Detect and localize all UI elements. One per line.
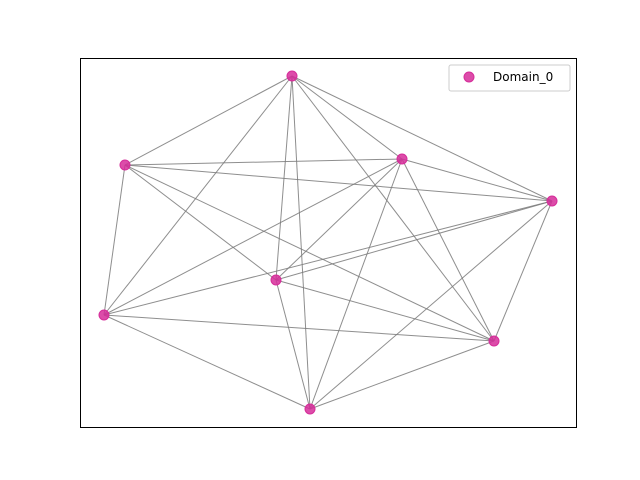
edge-n3-n7 xyxy=(309,200,553,410)
edge-n2-n5 xyxy=(103,158,403,316)
node-n6 xyxy=(488,335,500,347)
edge-n6-n7 xyxy=(309,340,495,410)
node-n2 xyxy=(396,153,408,165)
edge-n0-n6 xyxy=(291,75,495,342)
node-layer xyxy=(98,70,558,415)
node-n3 xyxy=(546,195,558,207)
edge-n0-n7 xyxy=(291,75,311,410)
legend-marker xyxy=(463,71,475,83)
legend: Domain_0 xyxy=(448,64,571,92)
edge-n4-n7 xyxy=(275,279,311,410)
edge-n5-n7 xyxy=(103,314,311,410)
edge-layer xyxy=(103,75,553,410)
node-n5 xyxy=(98,309,110,321)
edge-n2-n4 xyxy=(275,158,403,281)
node-n7 xyxy=(304,403,316,415)
edge-n0-n5 xyxy=(103,75,293,316)
node-n0 xyxy=(286,70,298,82)
edge-n1-n2 xyxy=(124,158,403,166)
plot-frame xyxy=(80,58,577,428)
edge-n3-n6 xyxy=(493,200,553,342)
edge-n2-n3 xyxy=(401,158,553,202)
edge-n1-n3 xyxy=(124,164,553,202)
edge-n1-n6 xyxy=(124,164,495,342)
edge-n5-n6 xyxy=(103,314,495,342)
edge-n2-n6 xyxy=(401,158,495,342)
edge-n0-n3 xyxy=(291,75,553,202)
edge-n0-n2 xyxy=(291,75,403,160)
edge-n1-n4 xyxy=(124,164,277,281)
edge-n2-n7 xyxy=(309,158,403,410)
edge-n1-n5 xyxy=(103,164,126,316)
edge-n3-n4 xyxy=(275,200,553,281)
edge-n3-n5 xyxy=(103,200,553,316)
legend-label: Domain_0 xyxy=(493,70,553,84)
node-n1 xyxy=(119,159,131,171)
edge-n4-n6 xyxy=(275,279,495,342)
legend-box xyxy=(448,64,571,92)
node-n4 xyxy=(270,274,282,286)
edge-n0-n1 xyxy=(124,75,293,166)
